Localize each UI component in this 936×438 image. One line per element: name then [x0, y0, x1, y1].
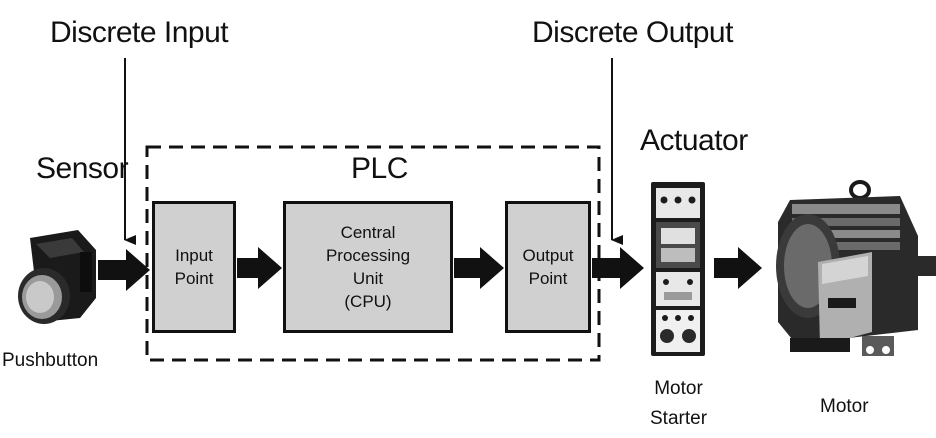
pushbutton-label: Pushbutton [2, 350, 99, 371]
input-point-block: Input Point [152, 201, 236, 333]
flow-arrow-output-to-starter [592, 247, 644, 289]
motor-icon [776, 180, 936, 356]
sensor-label: Sensor [36, 152, 129, 185]
cpu-label: Central Processing Unit (CPU) [325, 223, 411, 311]
actuator-label: Actuator [640, 124, 748, 157]
output-point-block: Output Point [505, 201, 591, 333]
pushbutton-icon [18, 230, 96, 324]
cpu-block: Central Processing Unit (CPU) [283, 201, 453, 333]
discrete-input-label: Discrete Input [50, 16, 229, 49]
discrete-output-label: Discrete Output [532, 16, 733, 49]
input-point-label: Input Point [174, 246, 214, 288]
output-point-label: Output Point [522, 246, 574, 288]
plc-boundary [145, 145, 601, 362]
motor-label: Motor [820, 396, 869, 417]
plc-label: PLC [351, 152, 408, 185]
flow-arrow-cpu-to-output [454, 247, 504, 289]
motor-starter-icon [651, 182, 705, 356]
flow-arrow-input-to-cpu [237, 247, 282, 289]
flow-arrow-sensor-to-input [98, 249, 150, 291]
flow-arrow-starter-to-motor [714, 247, 762, 289]
motor-starter-label: Motor Starter [650, 378, 708, 429]
